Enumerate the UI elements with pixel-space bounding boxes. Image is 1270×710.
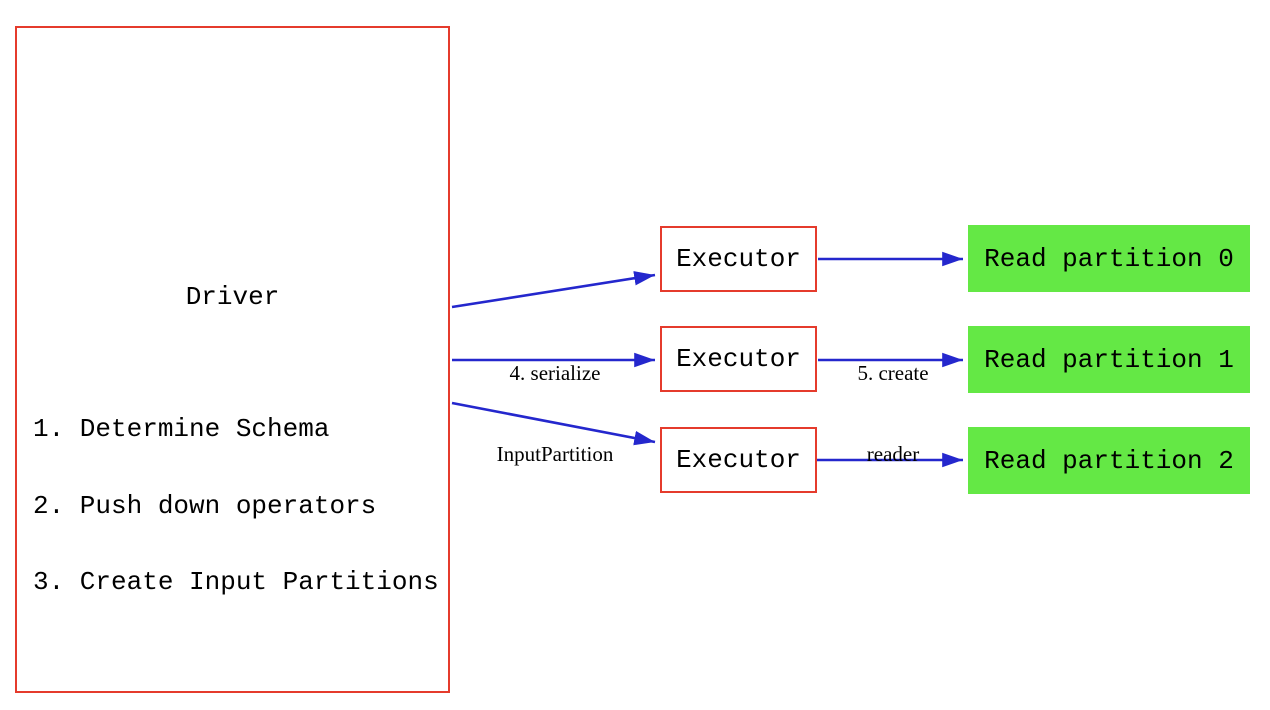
- edge-label-serialize-line-2: InputPartition: [496, 442, 614, 466]
- executor-box-0: Executor: [660, 226, 817, 292]
- edge-label-create-line-1: 5. create: [857, 361, 929, 385]
- executor-box-2: Executor: [660, 427, 817, 493]
- driver-step-1: 1. Determine Schema: [33, 414, 330, 444]
- edge-label-create-reader: 5. create reader: [823, 306, 963, 522]
- edge-label-serialize-line-1: 4. serialize: [509, 361, 601, 385]
- executor-box-1: Executor: [660, 326, 817, 392]
- driver-box: Driver 1. Determine Schema 2. Push down …: [15, 26, 450, 693]
- driver-step-2: 2. Push down operators: [33, 490, 377, 521]
- partition-box-0: Read partition 0: [968, 225, 1250, 292]
- driver-steps: 1. Determine Schema 2. Push down operato…: [33, 366, 439, 647]
- edge-label-create-line-2: reader: [866, 442, 920, 466]
- driver-step-3: 3. Create Input Partitions: [33, 567, 439, 597]
- arrow-driver-to-executor-0: [451, 271, 656, 309]
- edge-label-serialize-inputpartition: 4. serialize InputPartition: [455, 306, 655, 522]
- driver-title: Driver: [185, 282, 280, 312]
- partition-box-1: Read partition 1: [968, 326, 1250, 393]
- partition-box-2: Read partition 2: [968, 427, 1250, 494]
